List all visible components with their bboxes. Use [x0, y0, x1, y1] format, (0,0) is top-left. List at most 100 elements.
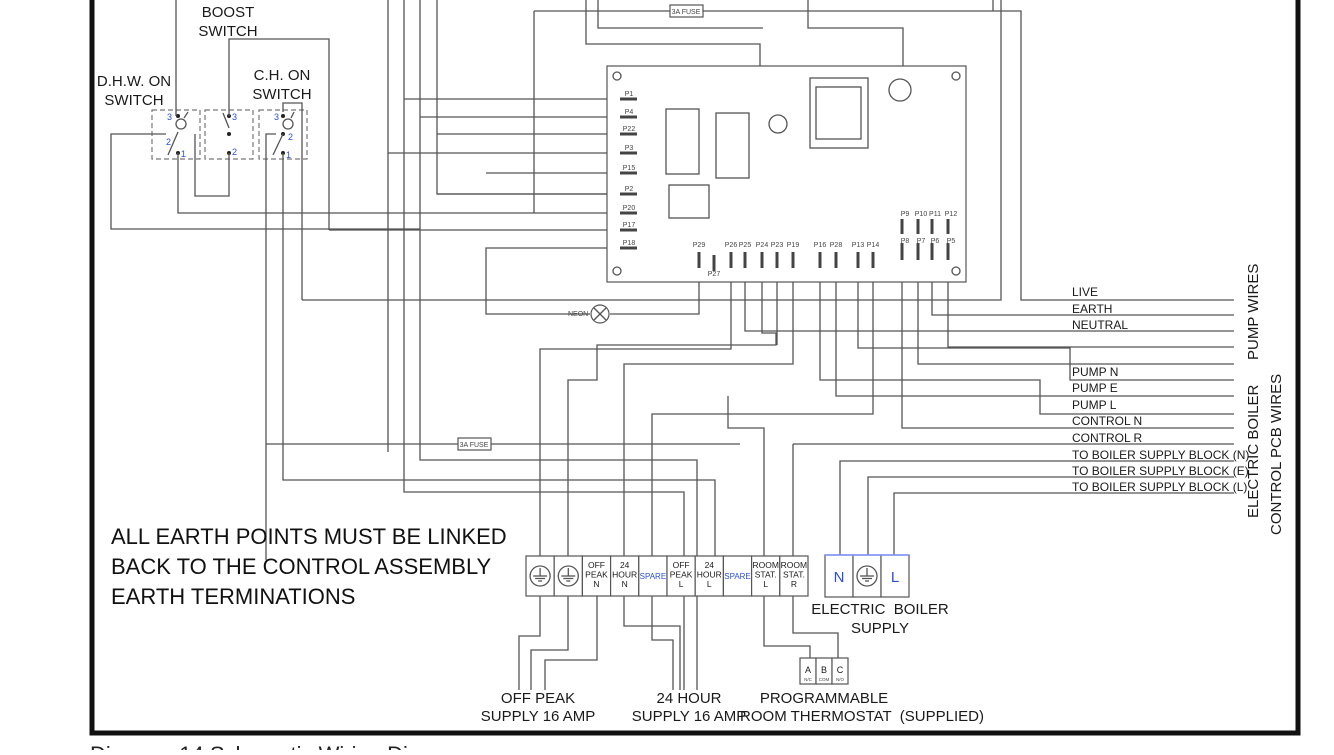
note-line-2: BACK TO THE CONTROL ASSEMBLY — [111, 554, 492, 579]
pump-wires-group-label: PUMP WIRES — [1245, 264, 1262, 360]
svg-text:HOUR: HOUR — [612, 570, 637, 580]
wire-label-control-n: CONTROL N — [1072, 414, 1142, 428]
pcb-pin-label: P13 — [852, 242, 865, 249]
control-wires-labels: ELECTRIC BOILER CONTROL PCB WIRES PUMP N… — [1072, 365, 1285, 535]
svg-text:COM: COM — [819, 677, 830, 682]
terminal-spare: SPARE — [722, 555, 753, 597]
svg-text:SPARE: SPARE — [640, 572, 667, 581]
control-group-label-1: ELECTRIC BOILER — [1245, 384, 1262, 518]
svg-text:L: L — [679, 579, 684, 589]
off-peak-supply-label-1: OFF PEAK — [501, 690, 575, 707]
svg-text:L: L — [891, 569, 899, 586]
pcb-pin-label: P20 — [623, 205, 636, 212]
earth-note: ALL EARTH POINTS MUST BE LINKED BACK TO … — [111, 524, 507, 609]
svg-text:N: N — [593, 579, 599, 589]
terminal-earth — [525, 555, 555, 597]
diagram-caption: Diagram 14 Schematic Wiring Diagram — [90, 742, 470, 750]
wire-label-pump-l: PUMP L — [1072, 398, 1117, 412]
pcb-pin-label: P26 — [725, 242, 738, 249]
control-group-label-2: CONTROL PCB WIRES — [1268, 374, 1285, 535]
ch-terminal-1: 1 — [286, 150, 291, 160]
pcb-pin-label: P5 — [947, 238, 956, 245]
pump-wires-labels: LIVE EARTH NEUTRAL PUMP WIRES — [1072, 264, 1262, 360]
svg-text:ROOM: ROOM — [781, 560, 807, 570]
svg-text:N/O: N/O — [836, 677, 845, 682]
svg-text:24: 24 — [620, 560, 630, 570]
svg-text:A: A — [805, 665, 811, 675]
pcb-pin-label: P23 — [771, 242, 784, 249]
svg-text:3A FUSE: 3A FUSE — [672, 9, 701, 16]
fuse-top: 3A FUSE — [669, 4, 704, 18]
off-peak-supply-label-2: SUPPLY 16 AMP — [481, 708, 596, 725]
diagram-frame — [89, 0, 1301, 736]
svg-text:N/C: N/C — [804, 677, 813, 682]
svg-text:HOUR: HOUR — [697, 570, 722, 580]
wire-label-to-boiler-supply-block-e: TO BOILER SUPPLY BLOCK (E) — [1072, 464, 1249, 478]
terminal-earth — [553, 555, 584, 597]
boiler-terminal-l: L — [880, 554, 910, 598]
wire-label-control-r: CONTROL R — [1072, 431, 1143, 445]
pcb-board — [606, 65, 967, 283]
boiler-terminal-n: N — [824, 554, 854, 598]
svg-text:PEAK: PEAK — [585, 570, 608, 580]
dhw-switch-label-2: SWITCH — [104, 92, 163, 109]
pcb-pin-label: P7 — [917, 238, 926, 245]
boost-terminal-2: 2 — [232, 147, 237, 157]
wire-label-pump-e: PUMP E — [1072, 381, 1118, 395]
earth-symbol-icon — [856, 565, 878, 587]
boost-terminal-3: 3 — [232, 112, 237, 122]
svg-text:L: L — [763, 579, 768, 589]
boost-switch-label-1: BOOST — [202, 4, 255, 21]
wire-label-pump-n: PUMP N — [1072, 365, 1118, 379]
dhw-terminal-3: 3 — [167, 112, 172, 122]
svg-text:ROOM: ROOM — [752, 560, 778, 570]
svg-text:C: C — [837, 665, 844, 675]
pcb-pin-label: P14 — [867, 242, 880, 249]
pcb-pin-label: P3 — [625, 145, 634, 152]
thermostat-terminal-c: C N/O — [831, 657, 849, 685]
main-terminal-block: OFFPEAKN24HOURNSPAREOFFPEAKL24HOURLSPARE… — [525, 555, 809, 597]
dhw-terminal-2: 2 — [166, 137, 171, 147]
wire-label-to-boiler-supply-block-l: TO BOILER SUPPLY BLOCK (L) — [1072, 480, 1247, 494]
thermostat-label-2: ROOM THERMOSTAT (SUPPLIED) — [740, 708, 984, 725]
boiler-supply-label-2: SUPPLY — [851, 620, 909, 637]
pcb-pin-label: P6 — [931, 238, 940, 245]
earth-symbol-icon — [529, 565, 551, 587]
thermostat-terminal-a: A N/C — [799, 657, 817, 685]
boiler-supply-label-1: ELECTRIC BOILER — [811, 601, 949, 618]
pcb-pin-label: P18 — [623, 240, 636, 247]
svg-text:STAT.: STAT. — [783, 570, 805, 580]
dhw-lamp-icon — [175, 118, 187, 130]
svg-text:N: N — [834, 569, 845, 586]
pcb-pin-label: P29 — [693, 242, 706, 249]
svg-text:SPARE: SPARE — [724, 572, 751, 581]
switch-assembly: 3 2 1 3 2 3 2 1 — [151, 109, 308, 160]
wiring — [110, 0, 1234, 690]
neon-indicator: NEON — [568, 304, 610, 324]
pcb-pin-label: P19 — [787, 242, 800, 249]
svg-text:N: N — [622, 579, 628, 589]
pcb-pin-label: P28 — [830, 242, 843, 249]
svg-text:B: B — [821, 665, 827, 675]
pcb-pin-label: P24 — [756, 242, 769, 249]
wire-label-neutral: NEUTRAL — [1072, 318, 1128, 332]
pcb-pin-label: P9 — [901, 211, 910, 218]
pcb-pin-label: P15 — [623, 165, 636, 172]
earth-symbol-icon — [557, 565, 579, 587]
ch-terminal-2: 2 — [288, 132, 293, 142]
svg-text:3A FUSE: 3A FUSE — [460, 442, 489, 449]
svg-text:PEAK: PEAK — [670, 570, 693, 580]
pcb-pin-label: P22 — [623, 126, 636, 133]
pcb-pin-label: P16 — [814, 242, 827, 249]
pcb-pin-label: P17 — [623, 222, 636, 229]
pcb-pin-label: P25 — [739, 242, 752, 249]
ch-switch-label-1: C.H. ON — [254, 67, 311, 84]
pcb-pin-label: P11 — [929, 211, 941, 218]
